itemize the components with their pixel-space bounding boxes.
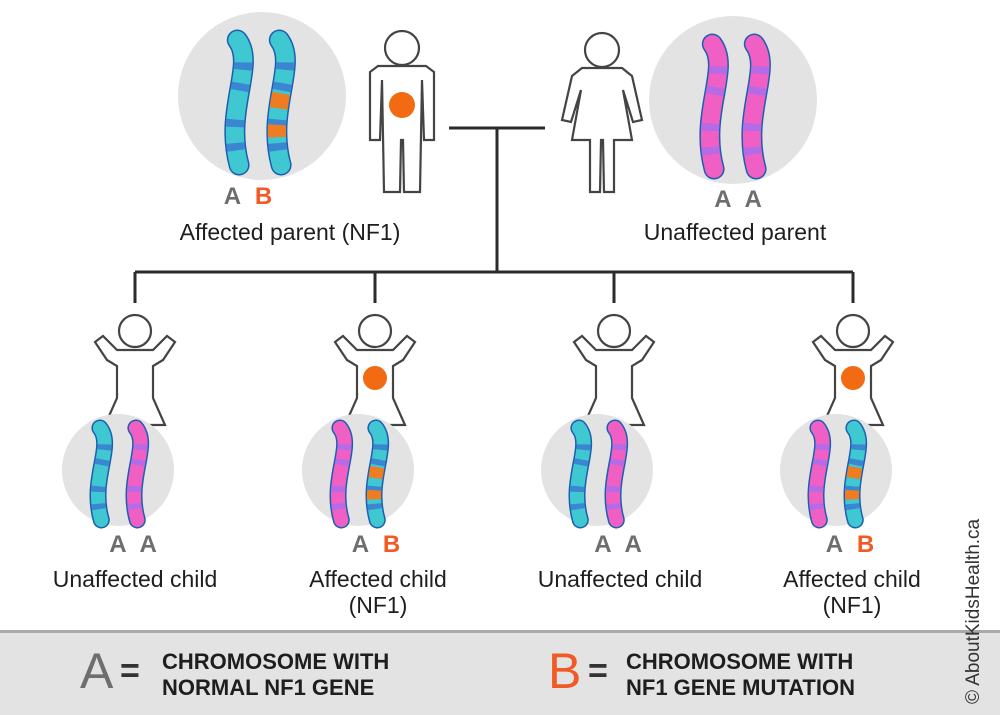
chromosome-letter-a: A — [825, 531, 847, 558]
father-head — [383, 29, 421, 67]
affected-parent-letters: A B — [190, 184, 310, 210]
chromosome-band — [367, 423, 388, 522]
child-2-chromosome-circle — [302, 414, 414, 526]
chromosome-b-mutated — [843, 419, 868, 529]
chromosome-a-normal — [329, 419, 354, 529]
legend-text-a: CHROMOSOME WITH NORMAL NF1 GENE — [162, 649, 390, 700]
chromosome-letter-b: B — [382, 531, 405, 558]
lesion-spot — [389, 92, 415, 118]
lesion-spot — [363, 366, 387, 390]
chromosome-band — [331, 423, 352, 522]
chromosome-a-normal — [807, 419, 832, 529]
chromosome-a-normal — [741, 33, 771, 180]
chromosome-letter-a: A — [594, 531, 615, 558]
chromosome-band — [845, 423, 866, 522]
child-4-head — [835, 313, 871, 349]
chromosome-a-normal — [604, 419, 629, 529]
mother-body — [560, 66, 644, 194]
child-2-head — [357, 313, 393, 349]
mother-head — [583, 31, 621, 69]
lesion-spot — [841, 366, 865, 390]
child-2-letters: A B — [318, 532, 438, 558]
legend-letter-b: B — [548, 643, 582, 699]
chromosome-band — [267, 34, 295, 168]
chromosome-a-normal — [224, 29, 254, 176]
child-3-chromosome-circle — [541, 414, 653, 526]
chromosome-a-normal — [125, 419, 150, 529]
child-3-label: Unaffected child — [537, 566, 703, 592]
chromosome-a-normal — [89, 419, 114, 529]
chromosome-a-normal — [699, 33, 729, 180]
chromosome-a-normal — [568, 419, 593, 529]
chromosome-letter-a: A — [351, 531, 373, 558]
chromosome-letter-a: A — [109, 531, 130, 558]
copyright-text: © AboutKidsHealth.ca — [963, 518, 984, 704]
chromosome-band — [570, 423, 591, 522]
legend-equals-b: = — [588, 652, 608, 690]
chromosome-letter-b: B — [254, 183, 277, 210]
child-2-label: Affected child (NF1) — [309, 566, 447, 618]
unaffected-parent-chromosome-circle — [649, 16, 817, 184]
chromosome-b-mutated — [365, 419, 390, 529]
chromosome-band — [700, 38, 728, 172]
child-3-letters: A A — [560, 532, 680, 558]
affected-parent-label: Affected parent (NF1) — [179, 219, 401, 245]
chromosome-letter-a: A — [624, 531, 646, 558]
chromosome-band — [742, 38, 770, 172]
chromosome-band — [606, 423, 627, 522]
chromosome-letter-b: B — [856, 531, 879, 558]
father-body — [368, 64, 436, 194]
child-3-head — [596, 313, 632, 349]
legend-letter-a: A — [80, 643, 114, 699]
legend-equals-a: = — [120, 652, 140, 690]
child-4-letters: A B — [792, 532, 912, 558]
legend-text-b: CHROMOSOME WITH NF1 GENE MUTATION — [626, 649, 855, 700]
chromosome-letter-a: A — [139, 531, 161, 558]
affected-parent-chromosome-circle — [178, 12, 346, 180]
child-1-head — [117, 313, 153, 349]
child-1-label: Unaffected child — [52, 566, 218, 592]
chromosome-band — [91, 423, 112, 522]
chromosome-band — [127, 423, 148, 522]
child-4-label: Affected child (NF1) — [783, 566, 921, 618]
legend: A = CHROMOSOME WITH NORMAL NF1 GENE B = … — [0, 630, 1000, 715]
child-1-chromosome-circle — [62, 414, 174, 526]
unaffected-parent-label: Unaffected parent — [643, 219, 827, 245]
chromosome-band — [809, 423, 830, 522]
child-1-letters: A A — [75, 532, 195, 558]
chromosome-letter-a: A — [744, 186, 766, 213]
child-3-body — [572, 334, 656, 427]
child-1-body — [93, 334, 177, 427]
chromosome-b-mutated — [266, 29, 296, 176]
chromosome-band — [225, 34, 253, 168]
chromosome-letter-a: A — [223, 183, 245, 210]
unaffected-parent-letters: A A — [680, 187, 800, 213]
chromosome-letter-a: A — [714, 186, 735, 213]
child-4-chromosome-circle — [780, 414, 892, 526]
